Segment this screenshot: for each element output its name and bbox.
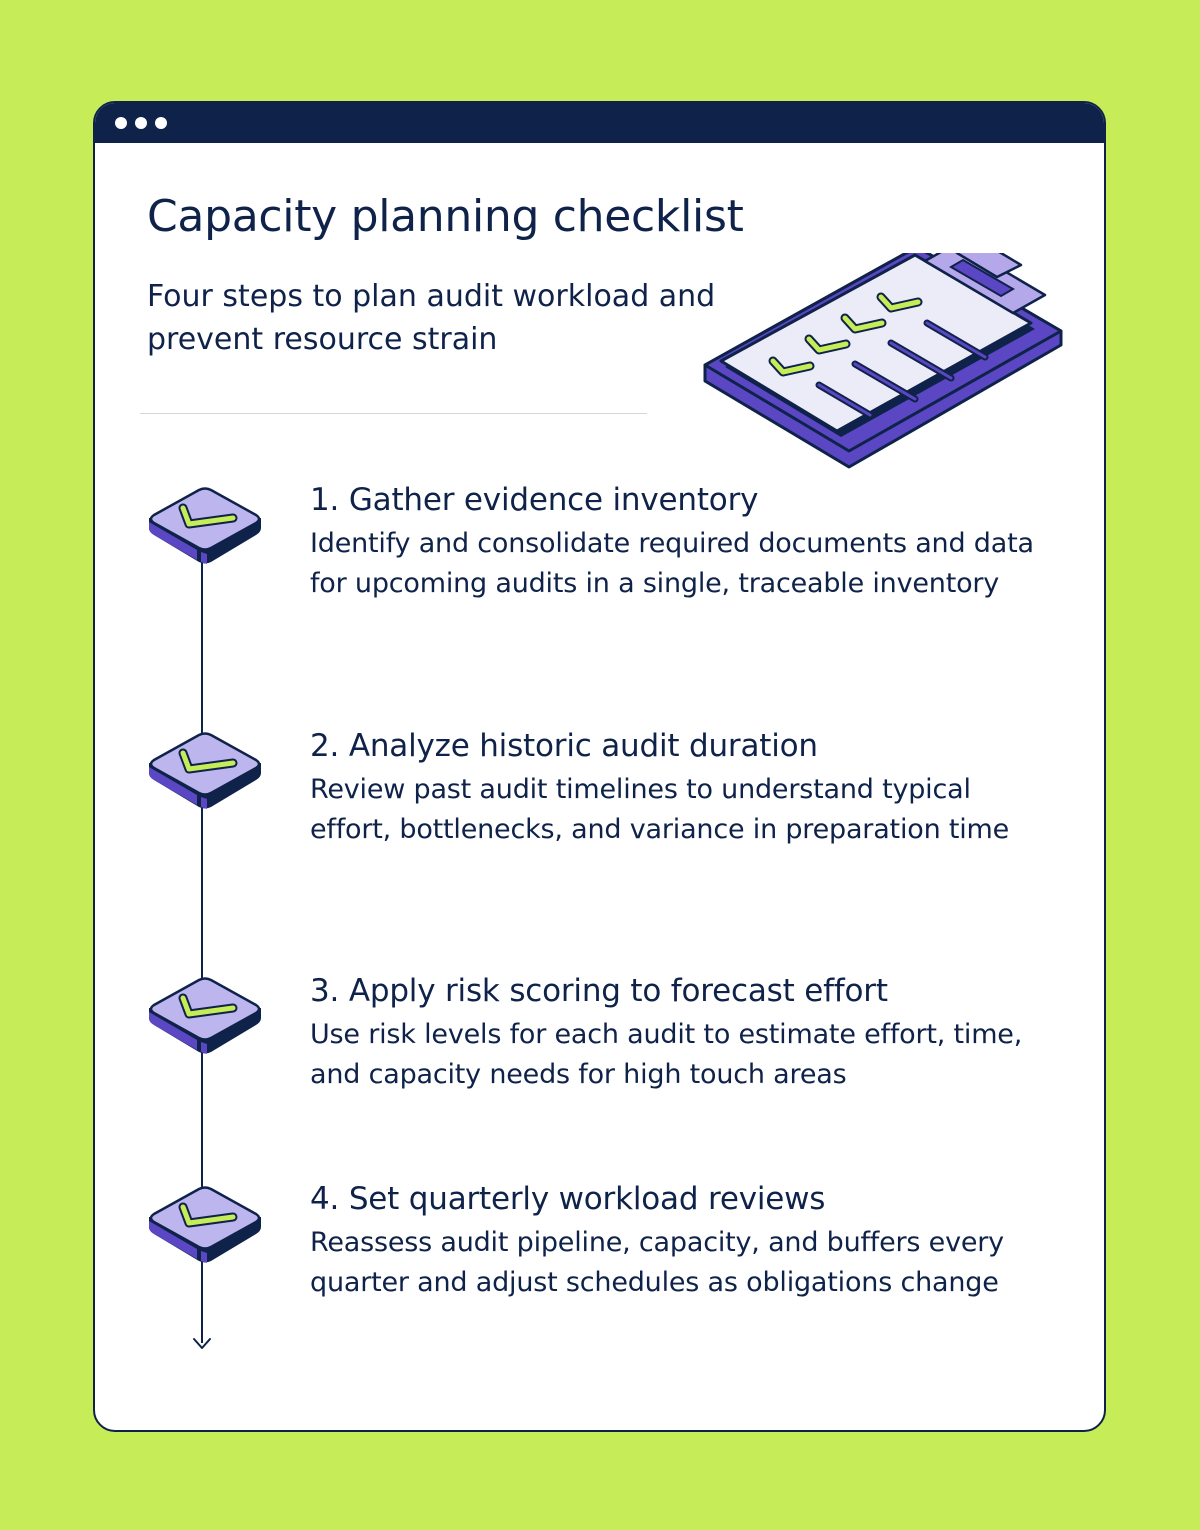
clipboard-checklist-icon — [703, 253, 1063, 469]
step-title: 4. Set quarterly workload reviews — [310, 1181, 826, 1217]
step-check-badge-icon — [149, 977, 261, 1054]
timeline-connector — [201, 543, 203, 1343]
step-description: Reassess audit pipeline, capacity, and b… — [310, 1227, 1004, 1298]
checklist-step-1: 1. Gather evidence inventory Identify an… — [310, 480, 1050, 604]
step-title: 3. Apply risk scoring to forecast effort — [310, 973, 888, 1009]
arrow-down-icon — [193, 1338, 211, 1349]
header-divider — [140, 413, 647, 414]
window-titlebar — [95, 103, 1104, 143]
checklist-step-2: 2. Analyze historic audit duration Revie… — [310, 726, 1050, 850]
step-check-badge-icon — [149, 732, 261, 809]
page-title: Capacity planning checklist — [147, 191, 744, 242]
checklist-step-4: 4. Set quarterly workload reviews Reasse… — [310, 1179, 1050, 1303]
window-dot-icon — [155, 117, 167, 129]
checklist-step-3: 3. Apply risk scoring to forecast effort… — [310, 971, 1050, 1095]
step-description: Review past audit timelines to understan… — [310, 774, 1010, 845]
step-check-badge-icon — [149, 487, 261, 564]
window-dot-icon — [135, 117, 147, 129]
checklist-window: Capacity planning checklist Four steps t… — [93, 101, 1106, 1432]
window-controls — [115, 117, 167, 129]
window-dot-icon — [115, 117, 127, 129]
step-description: Use risk levels for each audit to estima… — [310, 1019, 1023, 1090]
step-description: Identify and consolidate required docume… — [310, 528, 1034, 599]
page-subtitle: Four steps to plan audit workload and pr… — [147, 279, 716, 357]
step-title: 2. Analyze historic audit duration — [310, 728, 818, 764]
step-check-badge-icon — [149, 1186, 261, 1263]
step-title: 1. Gather evidence inventory — [310, 482, 759, 518]
